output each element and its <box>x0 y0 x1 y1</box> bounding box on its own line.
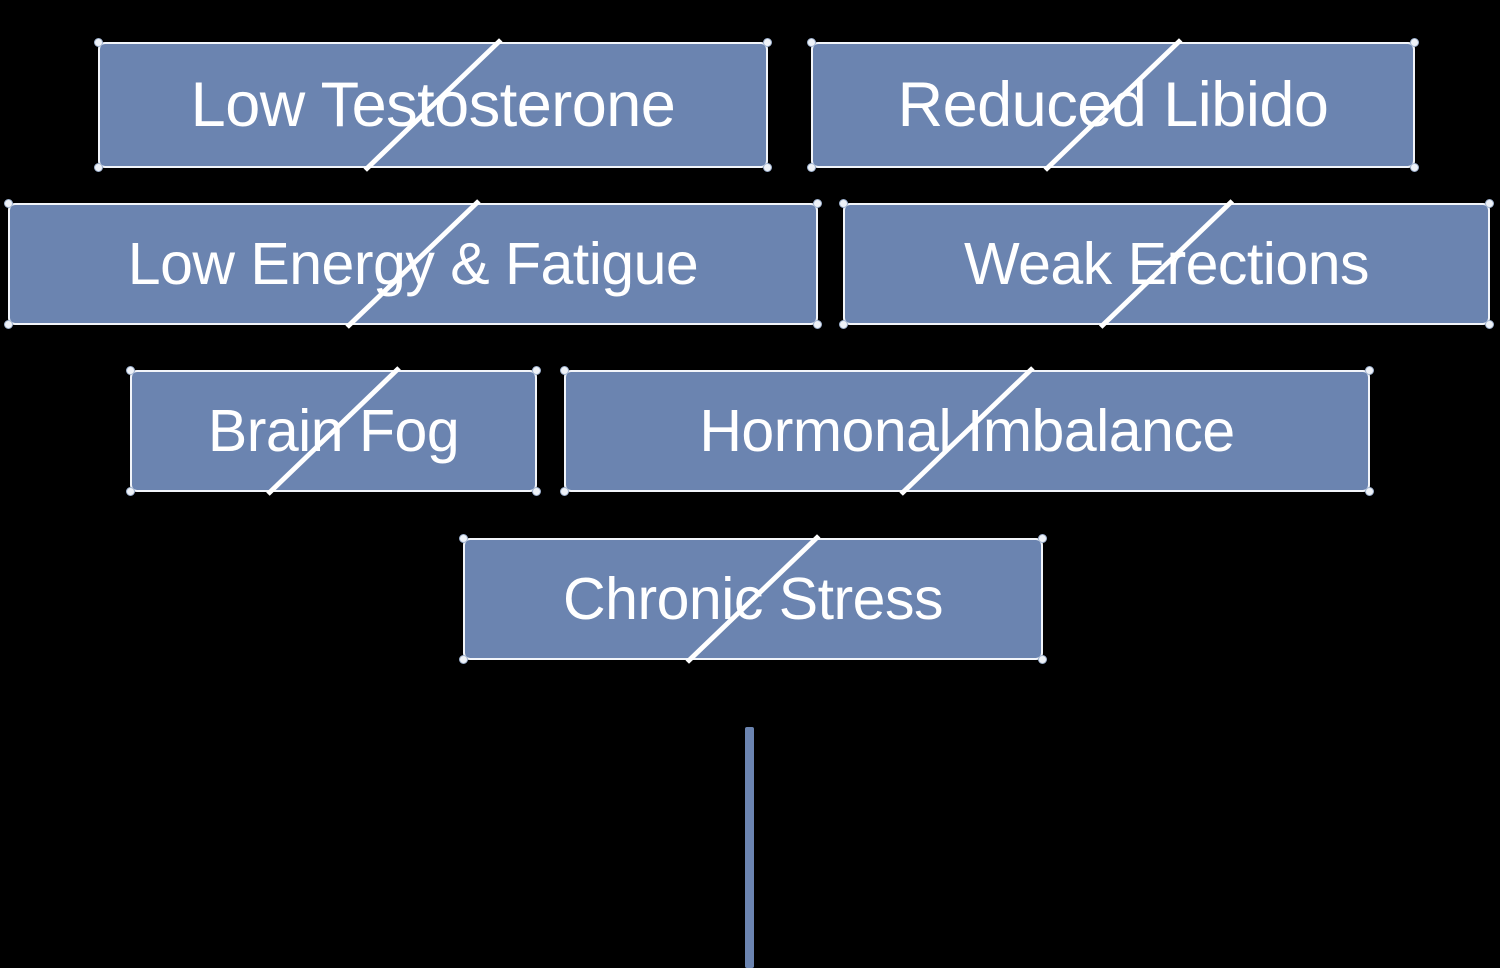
selection-handle-br[interactable] <box>1410 163 1419 172</box>
node-low-testosterone[interactable]: Low Testosterone <box>94 38 772 172</box>
node-label: Hormonal Imbalance <box>699 397 1235 464</box>
selection-handle-br[interactable] <box>1485 320 1494 329</box>
selection-handle-tr[interactable] <box>813 199 822 208</box>
node-weak-erections[interactable]: Weak Erections <box>839 199 1494 329</box>
selection-handle-br[interactable] <box>1038 655 1047 664</box>
node-chronic-stress[interactable]: Chronic Stress <box>459 534 1047 664</box>
node-label: Reduced Libido <box>897 69 1329 140</box>
selection-handle-br[interactable] <box>532 487 541 496</box>
selection-handle-tr[interactable] <box>532 366 541 375</box>
selection-handle-tr[interactable] <box>1365 366 1374 375</box>
selection-handle-tl[interactable] <box>807 38 816 47</box>
selection-handle-br[interactable] <box>1365 487 1374 496</box>
selection-handle-br[interactable] <box>813 320 822 329</box>
selection-handle-tl[interactable] <box>126 366 135 375</box>
selection-handle-bl[interactable] <box>94 163 103 172</box>
selection-handle-bl[interactable] <box>807 163 816 172</box>
node-label: Low Energy & Fatigue <box>127 230 699 297</box>
selection-handle-tl[interactable] <box>94 38 103 47</box>
selection-handle-tl[interactable] <box>4 199 13 208</box>
node-label: Brain Fog <box>207 397 460 464</box>
selection-handle-tl[interactable] <box>459 534 468 543</box>
selection-handle-bl[interactable] <box>839 320 848 329</box>
selection-handle-tr[interactable] <box>1038 534 1047 543</box>
node-label: Low Testosterone <box>190 69 676 140</box>
selection-handle-bl[interactable] <box>459 655 468 664</box>
selection-handle-bl[interactable] <box>560 487 569 496</box>
selection-handle-tr[interactable] <box>763 38 772 47</box>
selection-handle-tr[interactable] <box>1410 38 1419 47</box>
node-label: Chronic Stress <box>563 565 943 632</box>
selection-handle-bl[interactable] <box>4 320 13 329</box>
selection-handle-bl[interactable] <box>126 487 135 496</box>
selection-handle-br[interactable] <box>763 163 772 172</box>
node-label: Weak Erections <box>963 230 1370 297</box>
node-reduced-libido[interactable]: Reduced Libido <box>807 38 1419 172</box>
node-hormonal-imbalance[interactable]: Hormonal Imbalance <box>560 366 1374 496</box>
selection-handle-tl[interactable] <box>560 366 569 375</box>
node-brain-fog[interactable]: Brain Fog <box>126 366 541 496</box>
selection-handle-tl[interactable] <box>839 199 848 208</box>
selection-handle-tr[interactable] <box>1485 199 1494 208</box>
connector-chronic-stress-down[interactable] <box>745 727 754 968</box>
node-low-energy-fatigue[interactable]: Low Energy & Fatigue <box>4 199 822 329</box>
